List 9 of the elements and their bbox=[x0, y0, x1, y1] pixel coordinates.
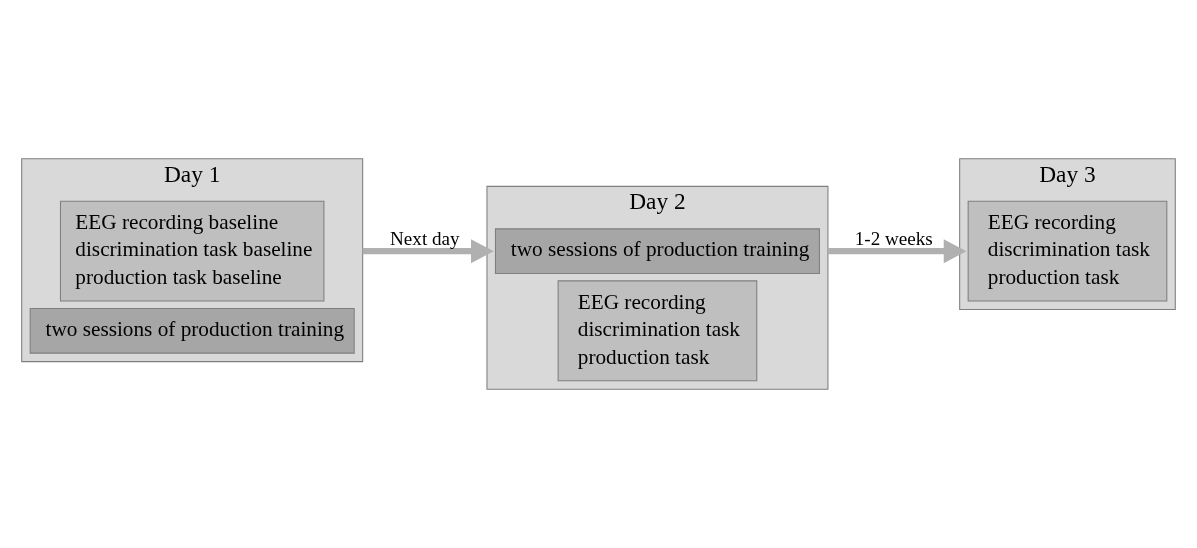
node-box: two sessions of production training bbox=[29, 308, 355, 354]
node-box: EEG recording discrimination task production task bbox=[967, 200, 1168, 302]
arrow bbox=[827, 239, 967, 264]
edge-label: 1-2 weeks bbox=[854, 228, 933, 250]
node-box: two sessions of production training bbox=[494, 228, 820, 274]
edge-label: Next day bbox=[390, 228, 460, 250]
node-box: EEG recording baseline discrimination task baseline production task baseline bbox=[59, 200, 325, 302]
arrow bbox=[362, 239, 494, 264]
node-box: EEG recording discrimination task production task bbox=[557, 280, 758, 382]
